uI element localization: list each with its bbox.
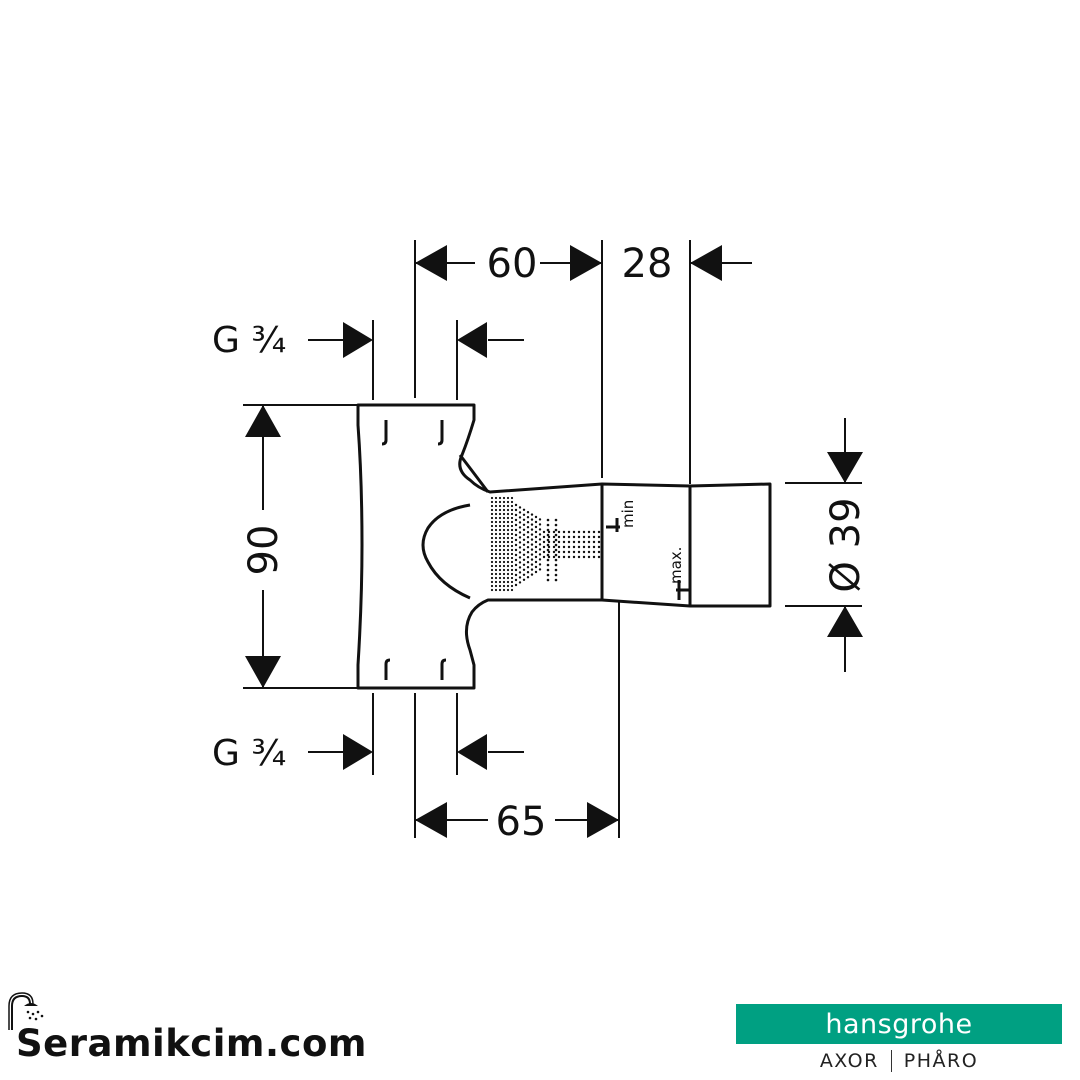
arrow-g-bottom-right [457, 734, 487, 770]
brand-logo: hansgrohe AXOR PHÅRO [736, 1004, 1062, 1072]
arrow-28-left [690, 245, 722, 281]
arrow-90-bottom [245, 656, 281, 688]
site-logo [6, 992, 386, 1072]
shower-icon [8, 992, 44, 1030]
min-label: min [619, 500, 637, 528]
brand-sub-left: AXOR [819, 1050, 879, 1072]
brand-bar: hansgrohe [736, 1004, 1062, 1044]
dim-28: 28 [622, 241, 673, 287]
arrow-g-top-right [457, 322, 487, 358]
arrow-39-bottom [827, 606, 863, 637]
site-name: Seramikcim.com [16, 1022, 367, 1065]
dim-60: 60 [487, 241, 538, 287]
arrow-90-top [245, 405, 281, 437]
arrow-60-right [570, 245, 602, 281]
arrow-65-left [415, 802, 447, 838]
arrow-65-right [587, 802, 619, 838]
arrow-39-top [827, 452, 863, 483]
dim-65: 65 [496, 799, 547, 845]
dim-90: 90 [241, 525, 287, 576]
max-label: max. [667, 547, 685, 584]
dim-39: Ø 39 [823, 497, 869, 592]
arrow-60-left [415, 245, 447, 281]
thread-top-label: G ¾ [212, 320, 286, 361]
thread-bottom-label: G ¾ [212, 733, 286, 774]
brand-separator [890, 1050, 892, 1072]
cartridge-pattern [490, 496, 601, 592]
arrow-g-bottom-left [343, 734, 373, 770]
brand-sub-right: PHÅRO [903, 1050, 979, 1072]
arrow-g-top-left [343, 322, 373, 358]
brand-name: hansgrohe [825, 1008, 973, 1040]
brand-subline: AXOR PHÅRO [736, 1048, 1062, 1074]
